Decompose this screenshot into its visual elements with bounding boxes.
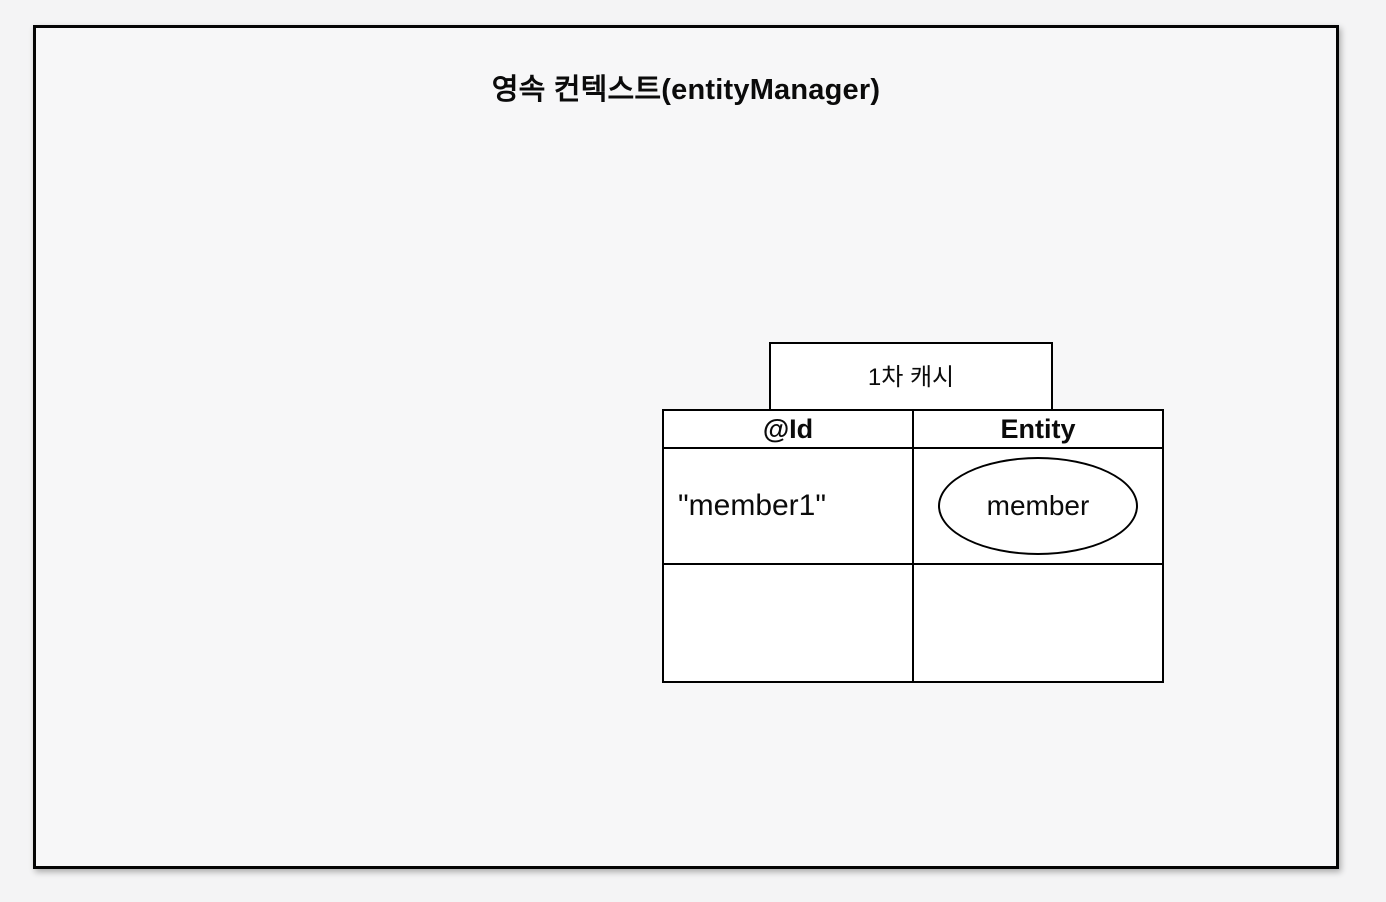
first-level-cache-table: @Id Entity "member1" member: [662, 409, 1164, 683]
id-cell-empty: [662, 563, 914, 683]
member-entity-ellipse: member: [938, 457, 1138, 555]
column-header-entity: Entity: [912, 409, 1164, 449]
table-row: [662, 563, 1164, 683]
member-entity-label: member: [986, 490, 1090, 521]
id-cell-member1: "member1": [662, 447, 914, 565]
column-header-id: @Id: [662, 409, 914, 449]
first-level-cache-tab-label: 1차 캐시: [867, 364, 955, 391]
table-row: "member1" member: [662, 447, 1164, 565]
entity-cell-member: member: [912, 447, 1164, 565]
first-level-cache-tab: 1차 캐시: [769, 342, 1053, 411]
table-header-row: @Id Entity: [662, 409, 1164, 449]
entity-cell-empty: [912, 563, 1164, 683]
persistence-context-title: 영속 컨텍스트(entityManager): [491, 74, 881, 106]
